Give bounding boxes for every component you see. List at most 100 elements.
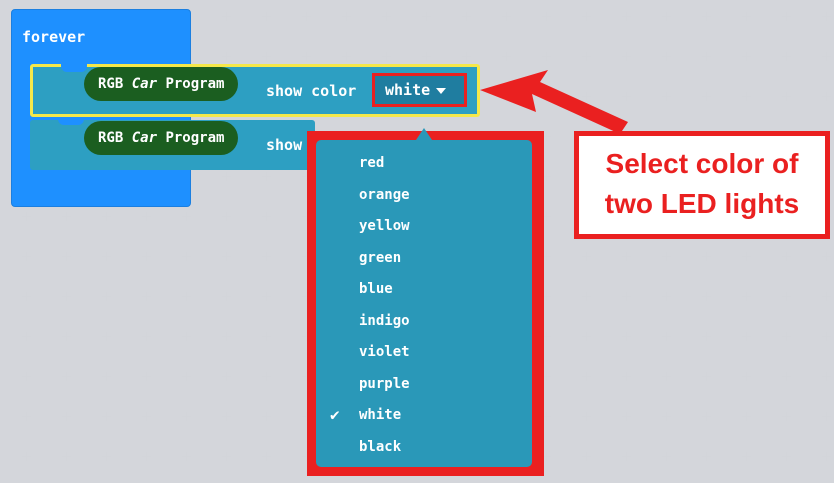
- show-label: show: [266, 136, 303, 154]
- grid-plus-mark: [62, 212, 71, 221]
- grid-plus-mark: [702, 252, 711, 261]
- rgb-car-program-block-2[interactable]: RGB Car Program: [84, 121, 239, 155]
- block-italic: Car: [131, 76, 158, 92]
- grid-plus-mark: [502, 52, 511, 61]
- grid-plus-mark: [262, 372, 271, 381]
- color-dropdown-field[interactable]: white: [372, 73, 467, 107]
- grid-plus-mark: [582, 332, 591, 341]
- grid-plus-mark: [382, 12, 391, 21]
- grid-plus-mark: [102, 252, 111, 261]
- grid-plus-mark: [542, 212, 551, 221]
- block-suffix: Program: [157, 76, 225, 92]
- grid-plus-mark: [782, 292, 791, 301]
- grid-plus-mark: [222, 252, 231, 261]
- grid-plus-mark: [182, 372, 191, 381]
- dropdown-option-green[interactable]: green: [316, 243, 532, 273]
- grid-plus-mark: [742, 52, 751, 61]
- grid-plus-mark: [262, 252, 271, 261]
- grid-plus-mark: [702, 92, 711, 101]
- grid-plus-mark: [542, 132, 551, 141]
- dropdown-option-label: orange: [359, 186, 410, 203]
- grid-plus-mark: [582, 372, 591, 381]
- grid-plus-mark: [702, 452, 711, 461]
- grid-plus-mark: [622, 332, 631, 341]
- grid-plus-mark: [302, 252, 311, 261]
- grid-plus-mark: [102, 292, 111, 301]
- grid-plus-mark: [342, 52, 351, 61]
- grid-plus-mark: [542, 252, 551, 261]
- grid-plus-mark: [302, 172, 311, 181]
- grid-plus-mark: [182, 212, 191, 221]
- grid-plus-mark: [662, 92, 671, 101]
- block-notch: [58, 117, 84, 125]
- grid-plus-mark: [742, 92, 751, 101]
- chevron-down-icon: [436, 87, 447, 94]
- grid-plus-mark: [222, 52, 231, 61]
- grid-plus-mark: [582, 92, 591, 101]
- grid-plus-mark: [262, 52, 271, 61]
- grid-plus-mark: [142, 292, 151, 301]
- grid-plus-mark: [302, 332, 311, 341]
- grid-plus-mark: [182, 332, 191, 341]
- grid-plus-mark: [582, 412, 591, 421]
- dropdown-option-red[interactable]: red: [316, 148, 532, 178]
- grid-plus-mark: [782, 372, 791, 381]
- grid-plus-mark: [782, 92, 791, 101]
- grid-plus-mark: [262, 292, 271, 301]
- annotation-callout: Select color of two LED lights: [574, 131, 830, 239]
- grid-plus-mark: [222, 172, 231, 181]
- dropdown-option-blue[interactable]: blue: [316, 274, 532, 304]
- grid-plus-mark: [22, 452, 31, 461]
- block-italic: Car: [131, 130, 158, 146]
- dropdown-option-indigo[interactable]: indigo: [316, 306, 532, 336]
- grid-plus-mark: [622, 372, 631, 381]
- grid-plus-mark: [622, 12, 631, 21]
- grid-plus-mark: [662, 452, 671, 461]
- grid-plus-mark: [542, 92, 551, 101]
- rgb-car-program-block-1[interactable]: RGB Car Program: [84, 67, 239, 101]
- grid-plus-mark: [702, 292, 711, 301]
- grid-plus-mark: [782, 332, 791, 341]
- grid-plus-mark: [742, 452, 751, 461]
- grid-plus-mark: [542, 452, 551, 461]
- grid-plus-mark: [182, 292, 191, 301]
- grid-plus-mark: [742, 292, 751, 301]
- dropdown-option-purple[interactable]: purple: [316, 369, 532, 399]
- grid-plus-mark: [142, 252, 151, 261]
- grid-plus-mark: [822, 252, 831, 261]
- grid-plus-mark: [622, 92, 631, 101]
- grid-plus-mark: [542, 172, 551, 181]
- dropdown-option-violet[interactable]: violet: [316, 337, 532, 367]
- grid-plus-mark: [182, 252, 191, 261]
- dropdown-option-label: green: [359, 249, 402, 266]
- grid-plus-mark: [622, 252, 631, 261]
- dropdown-option-black[interactable]: black: [316, 432, 532, 462]
- block-prefix: RGB: [98, 130, 132, 146]
- grid-plus-mark: [302, 372, 311, 381]
- grid-plus-mark: [502, 12, 511, 21]
- grid-plus-mark: [822, 292, 831, 301]
- grid-plus-mark: [222, 372, 231, 381]
- dropdown-option-label: white: [359, 407, 402, 423]
- grid-plus-mark: [742, 12, 751, 21]
- grid-plus-mark: [222, 452, 231, 461]
- grid-plus-mark: [302, 212, 311, 221]
- grid-plus-mark: [742, 372, 751, 381]
- grid-plus-mark: [542, 412, 551, 421]
- dropdown-option-yellow[interactable]: yellow: [316, 211, 532, 241]
- dropdown-option-orange[interactable]: orange: [316, 180, 532, 210]
- grid-plus-mark: [542, 292, 551, 301]
- grid-plus-mark: [142, 332, 151, 341]
- grid-plus-mark: [182, 412, 191, 421]
- grid-plus-mark: [62, 452, 71, 461]
- grid-plus-mark: [742, 332, 751, 341]
- grid-plus-mark: [422, 52, 431, 61]
- grid-plus-mark: [542, 52, 551, 61]
- dropdown-option-white[interactable]: ✔white: [316, 400, 532, 430]
- dropdown-option-label: purple: [359, 375, 410, 392]
- grid-plus-mark: [262, 12, 271, 21]
- grid-plus-mark: [582, 292, 591, 301]
- grid-plus-mark: [782, 412, 791, 421]
- block-prefix: RGB: [98, 76, 132, 92]
- grid-plus-mark: [62, 372, 71, 381]
